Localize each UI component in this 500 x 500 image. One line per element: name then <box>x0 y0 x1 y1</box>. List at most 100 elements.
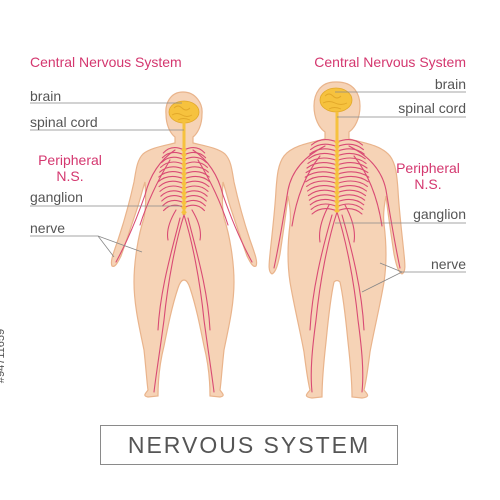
intercostal-nerve <box>336 194 366 201</box>
intercostal-nerve <box>336 203 364 210</box>
female-figure <box>110 91 258 398</box>
ganglion-bead <box>181 191 187 195</box>
ganglion-bead <box>334 168 340 172</box>
right-ganglion-label: ganglion <box>413 206 466 222</box>
intercostal-nerve <box>310 139 338 146</box>
intercostal-nerve <box>183 185 209 192</box>
ganglion-bead <box>181 201 187 205</box>
intercostal-nerve <box>183 161 208 168</box>
intercostal-nerve <box>183 180 210 188</box>
leader-left-nerve-b <box>97 235 115 258</box>
intercostal-nerve <box>336 148 365 155</box>
ganglion-bead <box>334 177 340 181</box>
intercostal-nerve <box>336 180 368 187</box>
ganglion-bead <box>334 158 340 162</box>
ganglion-bead <box>181 210 187 214</box>
intercostal-nerve <box>309 148 338 155</box>
intercostal-nerve <box>336 185 368 192</box>
left-ganglion-label: ganglion <box>30 189 83 205</box>
female-limb-nerves <box>115 149 253 393</box>
ganglion-bead <box>181 158 187 162</box>
leader-lines <box>30 91 466 293</box>
intercostal-nerve <box>158 180 185 188</box>
intercostal-nerve <box>160 161 185 168</box>
left-cns-label: Central Nervous System <box>30 54 182 70</box>
ganglion-bead <box>334 204 340 208</box>
ganglion-bead <box>334 181 340 185</box>
ganglion-bead <box>181 162 187 166</box>
intercostal-nerve <box>308 194 338 201</box>
male-ganglia <box>334 140 340 213</box>
intercostal-nerve <box>336 198 365 206</box>
ganglion-bead <box>181 167 187 171</box>
ganglion-bead <box>181 186 187 190</box>
intercostal-nerve <box>183 156 208 164</box>
right-nerve-label: nerve <box>430 256 466 272</box>
intercostal-nerve <box>336 152 366 160</box>
intercostal-nerve <box>157 175 185 183</box>
ganglion-bead <box>181 153 187 157</box>
intercostal-nerve <box>305 166 338 174</box>
left-brain-label: brain <box>30 88 62 104</box>
ganglion-bead <box>334 195 340 199</box>
ganglion-bead <box>334 149 340 153</box>
intercostal-nerve <box>310 143 338 151</box>
left-pns-label: Peripheral N.S. <box>30 152 110 184</box>
ganglion-bead <box>181 177 187 181</box>
right-cns-label: Central Nervous System <box>314 54 466 70</box>
intercostal-nerve <box>183 190 208 197</box>
intercostal-nerve <box>307 189 338 197</box>
female-ganglia <box>181 148 187 214</box>
left-pns-label-line2: N.S. <box>56 168 84 184</box>
female-rib-nerves <box>157 147 211 212</box>
intercostal-nerve <box>336 143 364 151</box>
ganglion-bead <box>334 172 340 176</box>
side-stock-id: #94711659 <box>0 328 8 384</box>
intercostal-nerve <box>160 156 185 164</box>
ganglion-bead <box>334 209 340 213</box>
ganglion-bead <box>334 191 340 195</box>
intercostal-nerve <box>160 190 185 197</box>
leader-right-nerve-b <box>379 262 403 273</box>
female-brain <box>168 100 200 124</box>
leader-right-nerve-c <box>361 271 403 293</box>
intercostal-nerve <box>306 185 338 192</box>
intercostal-nerve <box>311 208 338 215</box>
intercostal-nerve <box>306 162 338 169</box>
ganglion-bead <box>334 186 340 190</box>
right-brain-label: brain <box>434 76 466 92</box>
ganglion-bead <box>181 148 187 152</box>
intercostal-nerve <box>183 175 211 183</box>
intercostal-nerve <box>336 189 367 197</box>
male-figure <box>268 81 406 399</box>
intercostal-nerve <box>308 152 338 160</box>
ganglion-bead <box>181 206 187 210</box>
male-limb-nerves <box>273 145 401 393</box>
intercostal-nerve <box>305 175 338 183</box>
intercostal-nerve <box>336 166 369 174</box>
intercostal-nerve <box>159 166 185 173</box>
ganglion-bead <box>181 172 187 176</box>
male-brain-folds <box>322 93 348 110</box>
ganglion-bead <box>334 163 340 167</box>
left-pns-label-line1: Peripheral <box>38 152 102 168</box>
female-brain-folds <box>171 105 193 121</box>
intercostal-nerve <box>336 139 364 146</box>
right-pns-label-line2: N.S. <box>414 176 442 192</box>
intercostal-nerve <box>306 180 338 187</box>
ganglion-bead <box>334 200 340 204</box>
female-body <box>110 91 258 398</box>
ganglion-bead <box>181 182 187 186</box>
intercostal-nerve <box>183 166 209 173</box>
ganglion-bead <box>181 196 187 200</box>
diagram-title: NERVOUS SYSTEM <box>127 431 371 458</box>
intercostal-nerve <box>310 203 338 210</box>
ganglion-bead <box>334 154 340 158</box>
intercostal-nerve <box>309 198 338 206</box>
right-pns-label: Peripheral N.S. <box>390 160 466 192</box>
right-pns-label-line1: Peripheral <box>396 160 460 176</box>
leader-left-nerve-c <box>97 235 143 253</box>
intercostal-nerve <box>159 185 185 192</box>
intercostal-nerve <box>336 157 367 164</box>
